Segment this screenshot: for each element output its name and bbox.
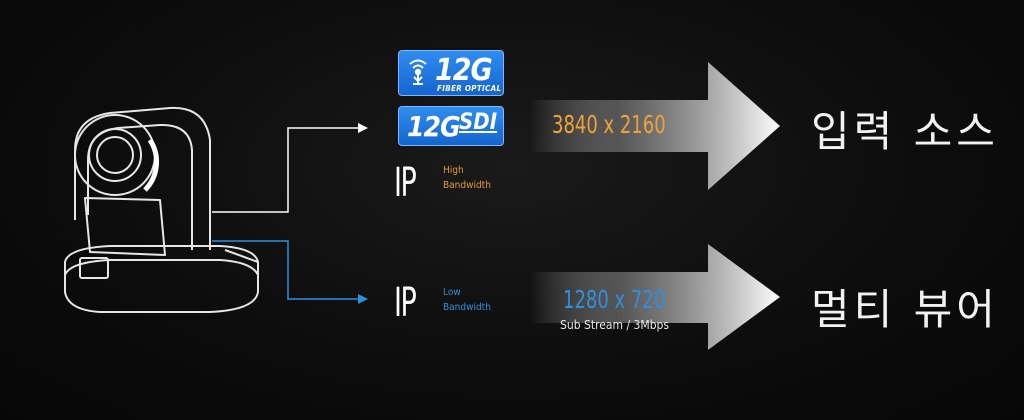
sdi-badge-main: 12G bbox=[407, 110, 461, 143]
low-bandwidth-label: Low Bandwidth bbox=[443, 285, 491, 315]
high-bandwidth-line2: Bandwidth bbox=[443, 180, 491, 191]
low-bandwidth-wire-arrowhead bbox=[358, 294, 368, 304]
fiber-badge-main: 12G bbox=[435, 53, 493, 88]
high-bandwidth-wire-arrowhead bbox=[358, 123, 368, 133]
high-bandwidth-line1: High bbox=[443, 165, 464, 176]
high-bandwidth-label: High Bandwidth bbox=[443, 163, 491, 193]
high-bandwidth-wire bbox=[212, 127, 360, 213]
top-resolution: 3840 x 2160 bbox=[552, 110, 666, 139]
low-bandwidth-line2: Bandwidth bbox=[443, 302, 491, 313]
sdi-badge-sub: SDI bbox=[459, 110, 498, 135]
ptz-camera-icon bbox=[64, 106, 259, 313]
fiber-signal-icon bbox=[409, 59, 427, 85]
fiber-badge-sub: FIBER OPTICAL bbox=[437, 84, 502, 93]
low-bandwidth-line1: Low bbox=[443, 287, 461, 298]
bottom-arrow bbox=[530, 244, 780, 350]
ip-high-label: IP bbox=[394, 160, 417, 206]
12g-sdi-badge: 12G SDI bbox=[398, 106, 504, 146]
low-bandwidth-wire bbox=[212, 240, 360, 300]
top-arrow bbox=[530, 62, 780, 190]
destination-multi-viewer: 멀티 뷰어 bbox=[811, 285, 999, 334]
destination-input-source: 입력 소스 bbox=[811, 107, 999, 156]
bottom-resolution: 1280 x 720 bbox=[563, 285, 666, 314]
sub-stream-note: Sub Stream / 3Mbps bbox=[560, 318, 670, 332]
ip-low-label: IP bbox=[394, 280, 417, 326]
12g-fiber-optical-badge: 12G FIBER OPTICAL bbox=[398, 50, 504, 96]
